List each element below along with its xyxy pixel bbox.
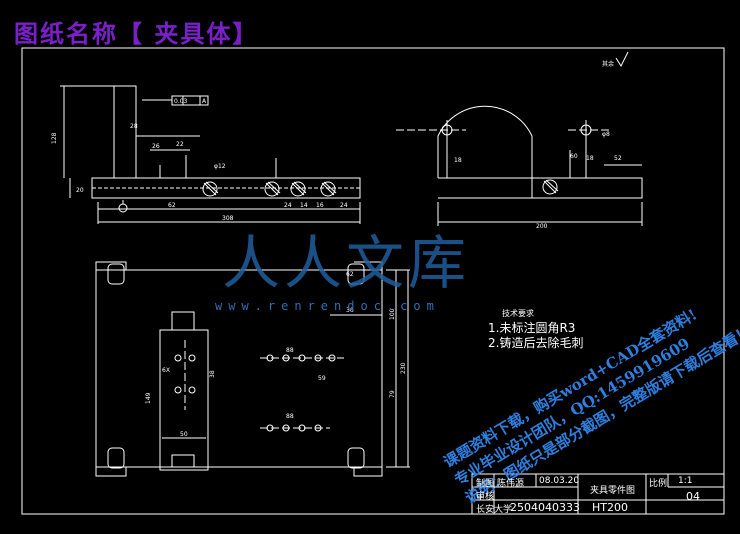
dim-88: 88 xyxy=(286,347,294,354)
dim-14: 14 xyxy=(300,202,308,209)
tb-material: HT200 xyxy=(592,501,628,514)
dim-62b: 62 xyxy=(346,271,354,278)
tb-sheet-no: 04 xyxy=(686,490,700,503)
dim-22: 22 xyxy=(176,141,184,148)
tb-school: 长安大学 xyxy=(476,505,513,515)
tech-req-item-2: 2.铸造后去除毛刺 xyxy=(488,336,584,350)
watermark-site: www.renrendoc.com xyxy=(215,299,440,313)
dim-60: 60 xyxy=(570,153,578,160)
dim-38: 38 xyxy=(209,370,216,378)
surface-finish-icon xyxy=(615,51,629,68)
tb-scale-label: 比例 xyxy=(649,479,668,489)
tb-student-no: 2504040333 xyxy=(510,501,580,514)
dim-36: 36 xyxy=(346,307,354,314)
surface-note-label: 其余 xyxy=(602,60,614,68)
dim-24: 24 xyxy=(284,202,292,209)
dim-50: 50 xyxy=(180,431,188,438)
watermark-logo: 人人文库 xyxy=(222,229,471,297)
tb-reviewer-label: 审核 xyxy=(476,492,495,502)
dim-16: 16 xyxy=(316,202,324,209)
sheet-border xyxy=(21,47,725,515)
dim-18: 18 xyxy=(586,155,594,162)
dim-79: 79 xyxy=(389,390,396,398)
drawing-title-banner: 图纸名称【 夹具体】 xyxy=(14,19,259,48)
tech-req-title: 技术要求 xyxy=(502,309,534,318)
dim-26: 26 xyxy=(152,143,160,150)
dim-24b: 24 xyxy=(340,202,348,209)
dim-52: 52 xyxy=(614,155,622,162)
gdt-datum: A xyxy=(202,98,207,105)
tech-req-item-1: 1.未标注圆角R3 xyxy=(488,321,576,335)
dim-308: 308 xyxy=(222,215,234,222)
tb-scale: 1:1 xyxy=(678,476,693,486)
tb-designer-label: 制图 xyxy=(476,479,495,489)
dim-20: 20 xyxy=(76,187,84,194)
front-view xyxy=(60,85,361,224)
gdt-tolerance: 0.03 xyxy=(174,98,188,105)
plan-view xyxy=(95,261,410,477)
dim-6x: 6X xyxy=(162,367,170,374)
tb-date: 08.03.20 xyxy=(539,476,580,486)
dim-phi8: φ8 xyxy=(602,131,610,138)
side-view xyxy=(396,105,643,226)
dim-59: 59 xyxy=(318,375,326,382)
dim-28: 28 xyxy=(130,123,138,130)
dim-149: 149 xyxy=(145,392,152,404)
dim-62: 62 xyxy=(168,202,176,209)
dim-200: 200 xyxy=(536,223,548,230)
tb-designer: 陈伟源 xyxy=(497,479,525,489)
technical-requirements: 技术要求 1.未标注圆角R3 2.铸造后去除毛刺 xyxy=(488,306,583,351)
dim-128: 128 xyxy=(51,132,58,144)
dim-100: 100 xyxy=(389,308,396,320)
dim-phi12: φ12 xyxy=(214,163,226,170)
dim-230: 230 xyxy=(400,362,407,374)
gdt-frame xyxy=(171,95,209,106)
title-block xyxy=(471,473,725,515)
tb-part-name: 夹具零件图 xyxy=(590,486,636,496)
dim-88b: 88 xyxy=(286,413,294,420)
dim-18b: 18 xyxy=(454,157,462,164)
